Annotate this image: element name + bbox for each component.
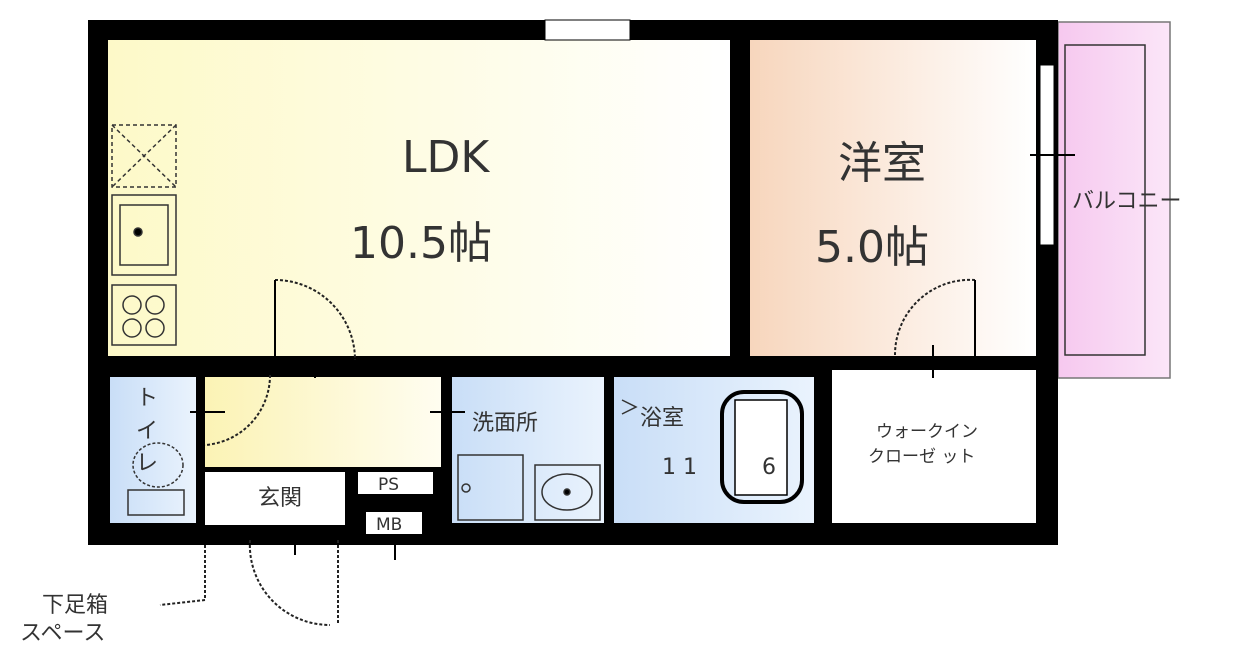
shoe-storage-label-2: スペース <box>20 621 105 646</box>
hallway <box>205 377 441 467</box>
toilet-label-2: イ <box>136 419 158 444</box>
balcony-label: バルコニー <box>1072 189 1182 214</box>
entrance-label: 玄関 <box>258 486 302 511</box>
door-swings <box>159 278 976 627</box>
ldk-label: LDK <box>402 132 490 183</box>
toilet-label-3: レ <box>136 451 158 476</box>
walkin-closet-label-1: ウォークイン <box>876 422 978 442</box>
entrance-area <box>205 472 345 525</box>
window <box>544 19 631 41</box>
western-label: 洋室 <box>838 138 926 189</box>
ps-label: PS <box>378 475 399 495</box>
washroom-room <box>452 377 604 523</box>
toilet-room <box>110 377 196 523</box>
western-size: 5.0帖 <box>815 222 929 273</box>
bath-size-b: 6 <box>762 455 776 480</box>
bath-size-a: 1 1 <box>662 455 697 480</box>
walkin-closet-label-2: クローゼ ット <box>868 447 975 467</box>
shoe-storage-label-1: 下足箱 <box>42 593 108 618</box>
ps-box <box>358 472 433 494</box>
toilet-label-1: ト <box>136 386 158 411</box>
kitchen <box>111 124 177 346</box>
bath-entry-icon <box>621 399 638 415</box>
ldk-size: 10.5帖 <box>350 218 492 269</box>
balcony: バルコニー <box>1057 21 1182 379</box>
toilet-fixture <box>127 442 185 516</box>
mb-label: MB <box>376 515 402 535</box>
partition-ticks <box>190 154 1075 560</box>
washbasin <box>457 454 601 521</box>
bath-label: 浴室 <box>640 406 684 431</box>
mb-box <box>366 512 422 534</box>
bathtub <box>720 390 804 504</box>
ldk-room <box>108 40 730 356</box>
washroom-label: 洗面所 <box>472 411 538 436</box>
western-room <box>750 40 1036 356</box>
walkin-closet-room <box>832 370 1036 523</box>
